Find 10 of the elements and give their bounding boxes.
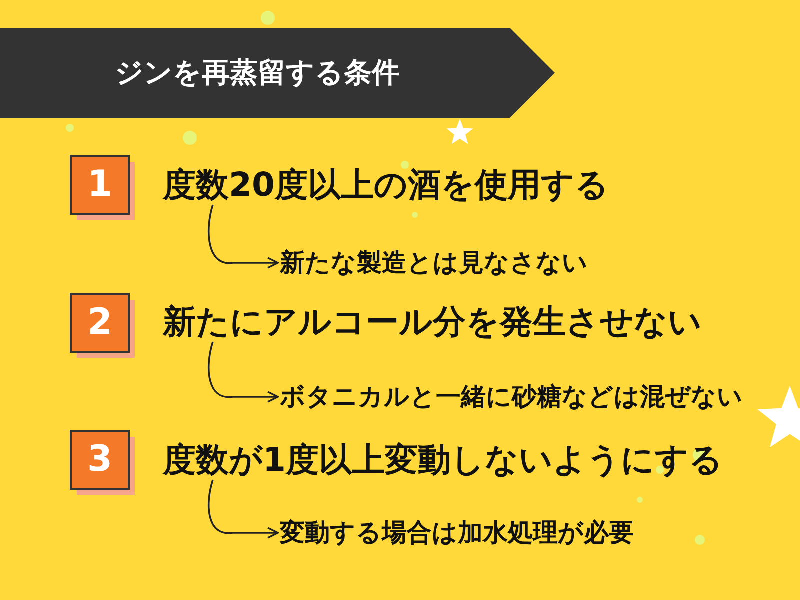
note-text: 変動する場合は加水処理が必要 [280,518,634,548]
note-text: ボタニカルと一緒に砂糖などは混ぜない [280,382,743,412]
arrow [208,480,279,539]
condition-text: 度数が1度以上変動しないようにする [163,440,723,480]
title-banner: ジンを再蒸留する条件 [0,28,555,118]
arrow [208,342,279,403]
note-text: 新たな製造とは見なさない [280,248,588,278]
condition-text: 度数20度以上の酒を使用する [163,165,609,205]
arrow [208,204,279,269]
condition-text: 新たにアルコール分を発生させない [163,302,702,342]
